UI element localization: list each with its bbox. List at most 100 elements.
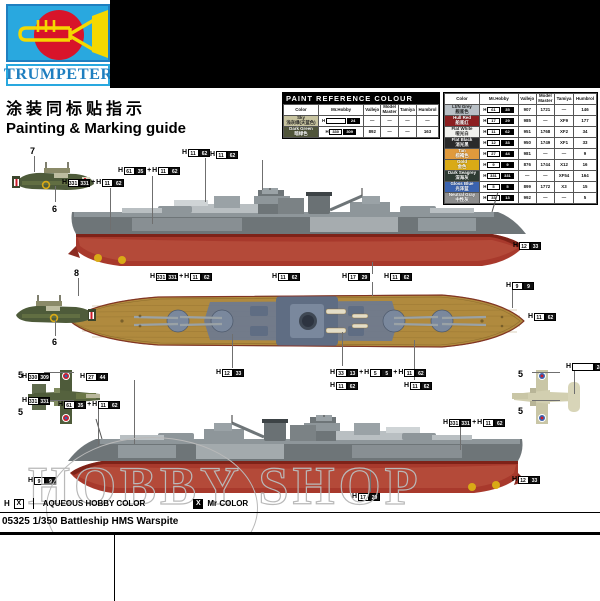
humbrol-code: 9 bbox=[573, 148, 597, 160]
brand-name: TRUMPETER bbox=[3, 66, 113, 83]
leader-line bbox=[152, 176, 153, 224]
column-header: Color bbox=[283, 104, 319, 116]
leader-line bbox=[372, 262, 373, 274]
footer-rule bbox=[0, 512, 600, 513]
leader-line bbox=[78, 278, 79, 296]
tamiya-code: X3 bbox=[553, 181, 575, 193]
leader-line bbox=[44, 372, 74, 373]
part-number: 6 bbox=[52, 204, 58, 214]
humbrol-code: 34 bbox=[573, 126, 597, 138]
leader-line bbox=[370, 470, 371, 492]
part-number: 7 bbox=[30, 146, 36, 156]
vallejo-code: 950 bbox=[517, 137, 537, 149]
column-header: Mr.Hobby bbox=[317, 104, 365, 116]
page-title-en: Painting & Marking guide bbox=[6, 120, 187, 137]
trumpet-icon bbox=[6, 4, 110, 62]
ship-plan-view bbox=[62, 290, 534, 352]
leader-line bbox=[98, 408, 99, 446]
modelmaster-code: — bbox=[535, 170, 555, 182]
column-header: Vallejo bbox=[363, 104, 382, 116]
column-header: Vallejo bbox=[517, 93, 537, 105]
aqueous-label: AQUEOUS HOBBY COLOR bbox=[42, 499, 146, 508]
modelmaster-code: — bbox=[380, 115, 399, 127]
humbrol-code: — bbox=[416, 115, 439, 127]
paint-table-header: PAINT REFERENCE COLOUR bbox=[283, 93, 439, 104]
leader-line bbox=[262, 160, 263, 190]
bottom-panel-divider bbox=[114, 535, 115, 601]
modelmaster-code: — bbox=[535, 192, 555, 204]
ship-side-profile-bottom bbox=[62, 389, 532, 501]
column-header: Humbrol bbox=[573, 93, 597, 105]
column-header: Mr.Hobby bbox=[479, 93, 519, 105]
column-header: Color bbox=[444, 93, 480, 105]
leader-line bbox=[34, 156, 35, 172]
part-number: 5 bbox=[18, 370, 24, 380]
tamiya-code: — bbox=[397, 115, 418, 127]
leader-line bbox=[414, 340, 415, 380]
humbrol-code: 177 bbox=[573, 115, 597, 127]
leader-line bbox=[232, 334, 233, 368]
tamiya-code: XF9 bbox=[553, 115, 575, 127]
vallejo-code: — bbox=[517, 170, 537, 182]
part-number: 5 bbox=[518, 369, 524, 379]
vallejo-code: 876 bbox=[517, 159, 537, 171]
tamiya-code: — bbox=[553, 192, 575, 204]
humbrol-code: 15 bbox=[573, 181, 597, 193]
modelmaster-code: — bbox=[380, 126, 399, 138]
modelmaster-code: 1768 bbox=[535, 126, 555, 138]
header-black-bar bbox=[110, 0, 600, 88]
leader-line bbox=[532, 400, 560, 401]
column-header: Humbrol bbox=[416, 104, 439, 116]
bottom-panel bbox=[0, 534, 600, 601]
page-title-cn: 涂装同标贴指示 bbox=[6, 99, 147, 118]
part-number: 6 bbox=[52, 337, 58, 347]
leader-line bbox=[205, 158, 206, 202]
leader-line bbox=[532, 372, 560, 373]
legend-divider bbox=[32, 498, 34, 509]
column-header: Tamiya bbox=[397, 104, 418, 116]
tamiya-code: — bbox=[397, 126, 418, 138]
paint-brand-legend: H X AQUEOUS HOBBY COLOR X Mr COLOR bbox=[4, 498, 248, 509]
tamiya-code: XF54 bbox=[553, 170, 575, 182]
aircraft-walrus-top-sky bbox=[508, 366, 592, 432]
brand-name-box: TRUMPETER bbox=[3, 64, 113, 86]
part-number: 5 bbox=[18, 407, 24, 417]
